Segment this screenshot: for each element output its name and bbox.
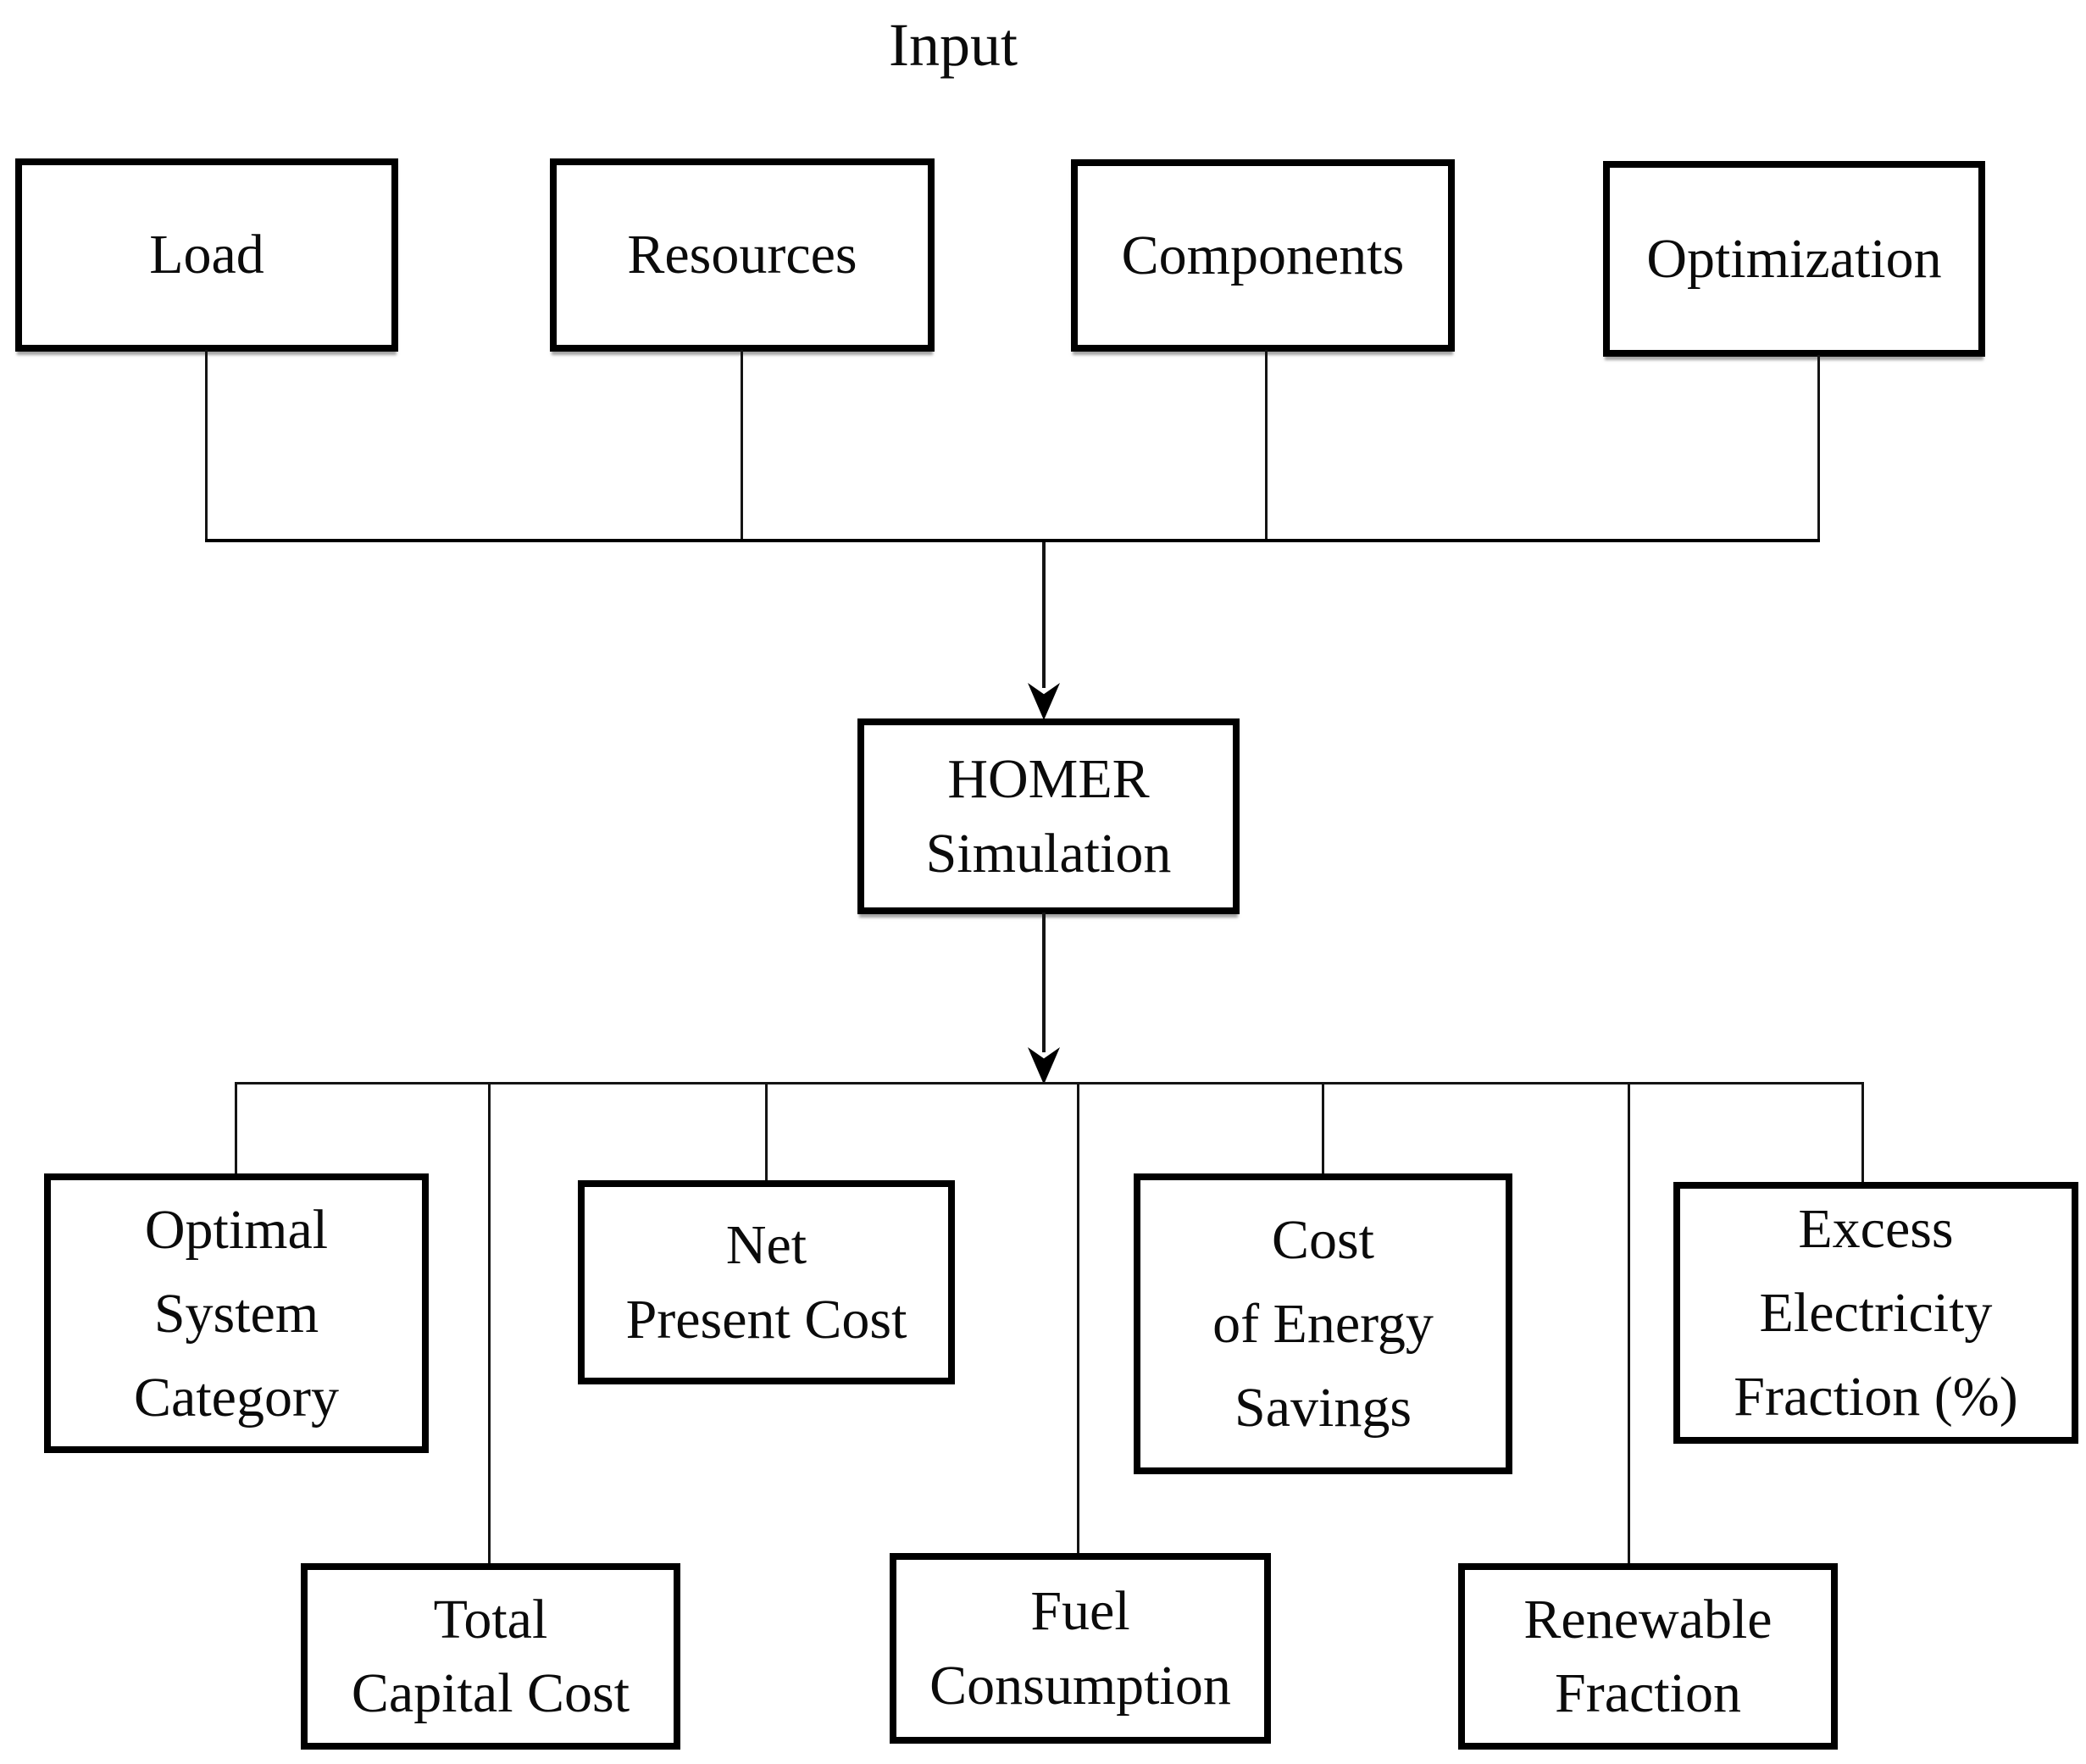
- output-box-fuel-consumption: Fuel Consumption: [890, 1553, 1271, 1744]
- connector-stub-optimal-system-category: [235, 1082, 237, 1178]
- connector-stub-cost-of-energy-savings: [1322, 1082, 1324, 1184]
- input-box-optimization: Optimization: [1603, 161, 1985, 357]
- connector-stub-resources: [741, 350, 743, 541]
- input-box-resources-label: Resources: [627, 224, 857, 286]
- output-box-optimal-system-category: Optimal System Category: [44, 1173, 429, 1453]
- connector-stub-components: [1265, 350, 1268, 541]
- output-box-cost-of-energy-savings: Cost of Energy Savings: [1134, 1173, 1512, 1474]
- input-box-load-label: Load: [149, 224, 264, 286]
- output-box-renewable-fraction-label: Renewable Fraction: [1523, 1588, 1773, 1724]
- output-box-excess-electricity-fraction: Excess Electricity Fraction (%): [1673, 1182, 2078, 1444]
- arrow-to-homer-stem: [1042, 542, 1046, 688]
- output-box-fuel-consumption-label: Fuel Consumption: [929, 1580, 1231, 1717]
- connector-stub-optimization: [1817, 355, 1820, 541]
- connector-stub-fuel-consumption: [1077, 1082, 1079, 1558]
- arrow-to-homer-head-icon: [1028, 683, 1060, 720]
- connector-stub-load: [205, 350, 208, 541]
- output-box-net-present-cost: Net Present Cost: [578, 1180, 955, 1384]
- process-box-homer-simulation: HOMER Simulation: [857, 718, 1240, 914]
- arrow-to-outputs-stem: [1042, 913, 1046, 1052]
- top-connector-line: [205, 539, 1820, 542]
- output-box-renewable-fraction: Renewable Fraction: [1458, 1563, 1838, 1750]
- input-section-label: Input: [889, 11, 1018, 79]
- connector-stub-total-capital-cost: [488, 1082, 491, 1569]
- input-box-load: Load: [15, 158, 398, 352]
- output-box-excess-electricity-fraction-label: Excess Electricity Fraction (%): [1734, 1198, 2018, 1428]
- arrow-to-outputs-head-icon: [1028, 1047, 1060, 1084]
- connector-stub-net-present-cost: [765, 1082, 768, 1184]
- input-box-components: Components: [1071, 159, 1455, 352]
- output-box-optimal-system-category-label: Optimal System Category: [134, 1198, 339, 1428]
- process-box-homer-simulation-label: HOMER Simulation: [925, 748, 1172, 885]
- output-box-total-capital-cost: Total Capital Cost: [301, 1563, 680, 1750]
- input-box-resources: Resources: [550, 158, 935, 352]
- output-box-net-present-cost-label: Net Present Cost: [625, 1214, 907, 1351]
- input-box-components-label: Components: [1121, 224, 1405, 286]
- output-box-total-capital-cost-label: Total Capital Cost: [351, 1588, 630, 1724]
- output-box-cost-of-energy-savings-label: Cost of Energy Savings: [1212, 1209, 1434, 1439]
- output-connector-line: [235, 1082, 1864, 1084]
- connector-stub-excess-electricity-fraction: [1861, 1082, 1864, 1186]
- input-box-optimization-label: Optimization: [1646, 227, 1942, 290]
- connector-stub-renewable-fraction: [1628, 1082, 1630, 1568]
